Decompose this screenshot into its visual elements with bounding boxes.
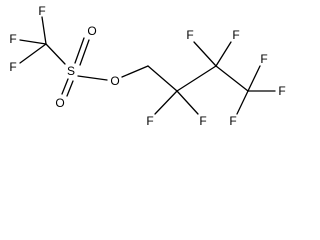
bond-c1-f-mid xyxy=(19,43,47,64)
bond-s-o-top-a xyxy=(74,37,85,64)
bond-c2-f-left xyxy=(154,90,178,115)
bonds xyxy=(19,16,276,115)
bond-c2-c3 xyxy=(176,65,217,92)
atom-s: S xyxy=(67,64,75,78)
atom-f-c4-right: F xyxy=(278,84,285,98)
atom-f-c3-top-right: F xyxy=(232,28,239,42)
atom-o-ester: O xyxy=(110,74,119,88)
bond-c1-f-top xyxy=(41,16,47,45)
bond-s-o-bottom-a xyxy=(61,78,69,95)
bond-c4-f-top xyxy=(247,65,261,92)
bond-c2-f-right xyxy=(176,90,199,115)
atom-f-top: F xyxy=(38,4,45,18)
bond-s-o-ester xyxy=(77,75,108,81)
bond-c3-f-right xyxy=(215,41,232,67)
bond-o-ch2 xyxy=(121,65,149,78)
bond-s-o-top-b xyxy=(79,39,90,66)
bond-s-o-bottom-b xyxy=(66,80,74,97)
atom-o-bottom: O xyxy=(55,96,64,110)
bond-c4-f-bottom xyxy=(236,90,249,115)
atom-f-mid-left: F xyxy=(9,60,16,74)
bond-c3-c4 xyxy=(215,65,249,92)
atom-f-c2-bottom-right: F xyxy=(199,114,206,128)
atom-f-c3-top-left: F xyxy=(186,28,193,42)
bond-c1-s xyxy=(45,43,66,65)
bond-c3-f-left xyxy=(193,41,217,67)
atom-o-top: O xyxy=(87,24,96,38)
atom-labels: F F F S O O O F F F F F F F xyxy=(9,4,285,128)
atom-f-c4-bottom: F xyxy=(229,114,236,128)
atom-f-c4-top: F xyxy=(260,52,267,66)
bond-c1-f-left xyxy=(19,39,47,45)
atom-f-left: F xyxy=(9,32,16,46)
atom-f-c2-bottom-left: F xyxy=(146,114,153,128)
bond-ch2-c2 xyxy=(147,65,178,92)
chemical-structure: F F F S O O O F F F F F F F xyxy=(9,4,285,128)
